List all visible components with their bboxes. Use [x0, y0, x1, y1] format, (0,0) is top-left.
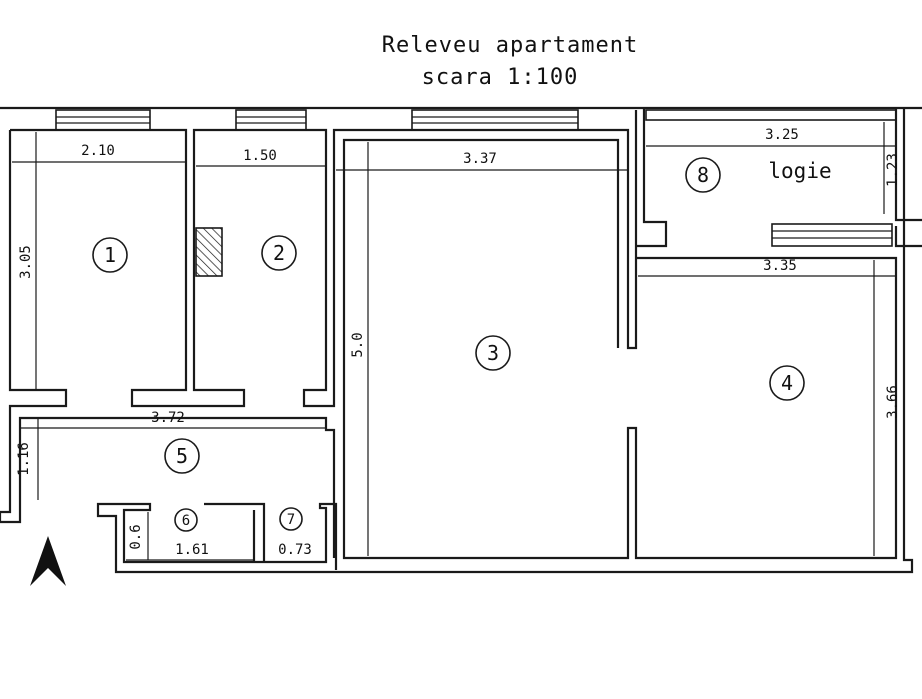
- dim-room8-width: 3.25: [765, 127, 799, 143]
- dim-room8-height: 1.23: [885, 153, 901, 187]
- room-7-label: 7: [287, 512, 295, 528]
- windows: [55, 109, 897, 247]
- room-4-label: 4: [781, 371, 793, 395]
- dim-room1-width: 2.10: [81, 143, 115, 159]
- plan-title: Releveu apartament: [382, 33, 638, 58]
- room-1-label: 1: [104, 243, 116, 267]
- dim-room4-width: 3.35: [763, 258, 797, 274]
- room-4-marker: 4: [769, 365, 805, 401]
- dim-room3-width: 3.37: [463, 151, 497, 167]
- room-3-marker: 3: [475, 335, 511, 371]
- room-1-marker: 1: [92, 237, 128, 273]
- hatched-shaft: [195, 227, 223, 277]
- dim-room5-height: 1.16: [16, 442, 32, 476]
- dim-room2-width: 1.50: [243, 148, 277, 164]
- dim-room1-height: 3.05: [18, 245, 34, 279]
- room-5-label: 5: [176, 444, 188, 468]
- dim-room6-height: 0.6: [128, 524, 144, 549]
- room-7-marker: 7: [279, 507, 303, 531]
- room-8-label: 8: [697, 163, 709, 187]
- room-2-label: 2: [273, 241, 285, 265]
- dimension-lines: [12, 122, 896, 561]
- dim-room7-width: 0.73: [278, 542, 312, 558]
- room-6-marker: 6: [174, 508, 198, 532]
- logie-label: logie: [768, 159, 831, 183]
- room-3-label: 3: [487, 341, 499, 365]
- north-arrow-icon: [30, 536, 66, 586]
- plan-scale: scara 1:100: [422, 65, 579, 90]
- dim-room5-width: 3.72: [151, 410, 185, 426]
- room-2-marker: 2: [261, 235, 297, 271]
- dim-room4-height: 3.66: [885, 385, 901, 419]
- dim-room3-height: 5.0: [350, 332, 366, 357]
- room-6-label: 6: [182, 513, 190, 529]
- room-8-marker: 8: [685, 157, 721, 193]
- room-5-marker: 5: [164, 438, 200, 474]
- dim-room6-width: 1.61: [175, 542, 209, 558]
